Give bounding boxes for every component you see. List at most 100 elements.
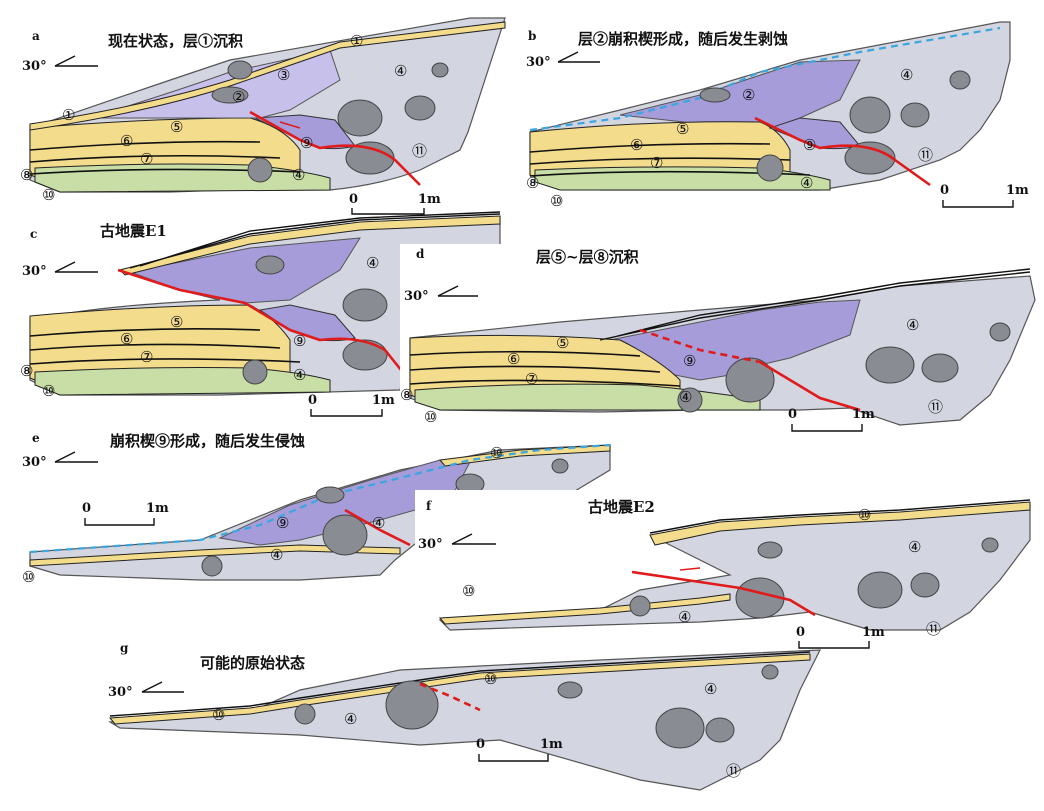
dip-angle-line <box>557 51 579 63</box>
layer-2-label: ② <box>232 88 245 106</box>
boulder <box>910 572 940 598</box>
erosion-surface <box>529 26 1001 132</box>
fault-slip-arrow <box>679 567 701 571</box>
thin-beds <box>599 268 1031 341</box>
panel-e: e 崩积楔⑨形成，随后发生侵蚀 30° ④ ④ ⑨ ⑩ ⑩ 0 1m <box>22 431 611 586</box>
sand-layer-10 <box>439 444 611 467</box>
horizon-lines <box>29 328 301 365</box>
fault-line <box>249 110 421 186</box>
fault-line <box>754 116 931 187</box>
layer-4-label: ④ <box>372 514 385 532</box>
boulder <box>981 537 999 553</box>
layer-4-label: ④ <box>293 366 306 384</box>
layer-11-label: ⑪ <box>412 142 427 160</box>
dip-angle-line <box>451 533 473 545</box>
gravel-layer-4 <box>108 649 821 791</box>
layer-4-label: ④ <box>270 546 283 564</box>
layer-10-label: ⑩ <box>484 670 497 688</box>
layer-5-label: ⑤ <box>170 118 183 136</box>
scale-zero: 0 <box>940 183 949 198</box>
boulder <box>844 141 896 175</box>
layer-1-label: ① <box>62 106 75 124</box>
layer-9-label: ⑨ <box>300 134 313 152</box>
layer-10-label: ⑩ <box>22 568 35 586</box>
boulder <box>342 339 388 371</box>
layer-8-label: ⑧ <box>400 386 413 404</box>
panel-title: 层②崩积楔形成，随后发生剥蚀 <box>578 30 788 48</box>
colluvial-wedge-9 <box>598 299 861 381</box>
layer-10-label: ⑩ <box>490 444 503 462</box>
boulder <box>294 703 316 725</box>
layer-5-label: ⑤ <box>556 334 569 352</box>
boulder <box>900 102 930 128</box>
scale-meter: 1m <box>852 407 875 422</box>
boulder <box>551 458 569 474</box>
layer-8-label: ⑧ <box>20 166 33 184</box>
layer-5-label: ⑤ <box>676 120 689 138</box>
scale-zero: 0 <box>82 501 91 516</box>
boulder <box>342 288 388 322</box>
layer-7-label: ⑦ <box>650 154 663 172</box>
fault-projection <box>419 682 481 712</box>
dip-angle-line <box>141 681 163 693</box>
panel-title: 崩积楔⑨形成，随后发生侵蚀 <box>110 432 305 450</box>
boulder <box>557 681 583 699</box>
layer-3-label: ③ <box>277 66 290 84</box>
boulder <box>865 346 915 384</box>
layer-6-label: ⑥ <box>120 330 133 348</box>
fault-line <box>117 268 407 376</box>
scale-meter: 1m <box>862 625 885 640</box>
panel-a: a 现在状态，层①沉积 30° ① ① ② ③ ④ ④ ⑤ ⑥ ⑦ ⑧ ⑨ ⑩ … <box>20 17 506 215</box>
panel-letter: b <box>528 29 536 43</box>
layer-7-label: ⑦ <box>525 370 538 388</box>
scale-bar <box>478 754 549 762</box>
boulder <box>921 353 959 383</box>
thin-beds <box>109 651 811 717</box>
fault-line <box>631 570 816 617</box>
sand-layer-10 <box>29 544 401 567</box>
layer-10-label: ⑩ <box>42 186 55 204</box>
boulder <box>949 70 971 90</box>
layer-4-label: ④ <box>906 316 919 334</box>
green-layer-8 <box>34 367 331 396</box>
layer-4-label: ④ <box>678 608 691 626</box>
scale-zero: 0 <box>796 625 805 640</box>
fault-line <box>759 360 861 412</box>
dip-angle-line <box>54 55 76 67</box>
scale-meter: 1m <box>146 501 169 516</box>
panel-b: b 层②崩积楔形成，随后发生剥蚀 30° ② ④ ④ ⑤ ⑥ ⑦ ⑧ ⑨ ⑩ ⑪… <box>526 21 1029 210</box>
layer-6-label: ⑥ <box>507 350 520 368</box>
sand-layer-1 <box>29 21 506 131</box>
boulder <box>315 486 345 504</box>
scale-bar <box>942 200 1014 208</box>
dip-angle-line <box>54 261 76 273</box>
layer-4-label: ④ <box>900 66 913 84</box>
boulder <box>849 96 891 134</box>
layer-10-label: ⑩ <box>424 408 437 426</box>
boulder <box>699 87 731 103</box>
scale-zero: 0 <box>308 393 317 408</box>
horizon-lines <box>409 350 681 387</box>
panel-title: 现在状态，层①沉积 <box>108 32 243 50</box>
boulder <box>431 62 449 78</box>
boulder <box>322 514 368 556</box>
panel-title: 古地震E2 <box>588 498 655 516</box>
layer-8-label: ⑧ <box>526 174 539 192</box>
dip-angle-label: 30° <box>22 455 47 470</box>
thin-beds <box>649 499 1031 534</box>
layer-9-label: ⑨ <box>683 352 696 370</box>
scale-meter: 1m <box>1006 183 1029 198</box>
boulder <box>404 95 436 121</box>
boulder <box>677 387 703 413</box>
scale-bar <box>791 424 863 432</box>
scale-bar <box>310 409 383 417</box>
panel-letter: e <box>32 431 40 445</box>
layer-6-label: ⑥ <box>120 132 133 150</box>
layer-6-label: ⑥ <box>630 136 643 154</box>
panel-title: 古地震E1 <box>100 222 167 240</box>
boulder <box>761 664 779 680</box>
fault-line <box>344 508 411 547</box>
layer-11-label: ⑪ <box>928 398 943 416</box>
layer-10-label: ⑩ <box>858 506 871 524</box>
dip-angle-line <box>437 285 459 297</box>
